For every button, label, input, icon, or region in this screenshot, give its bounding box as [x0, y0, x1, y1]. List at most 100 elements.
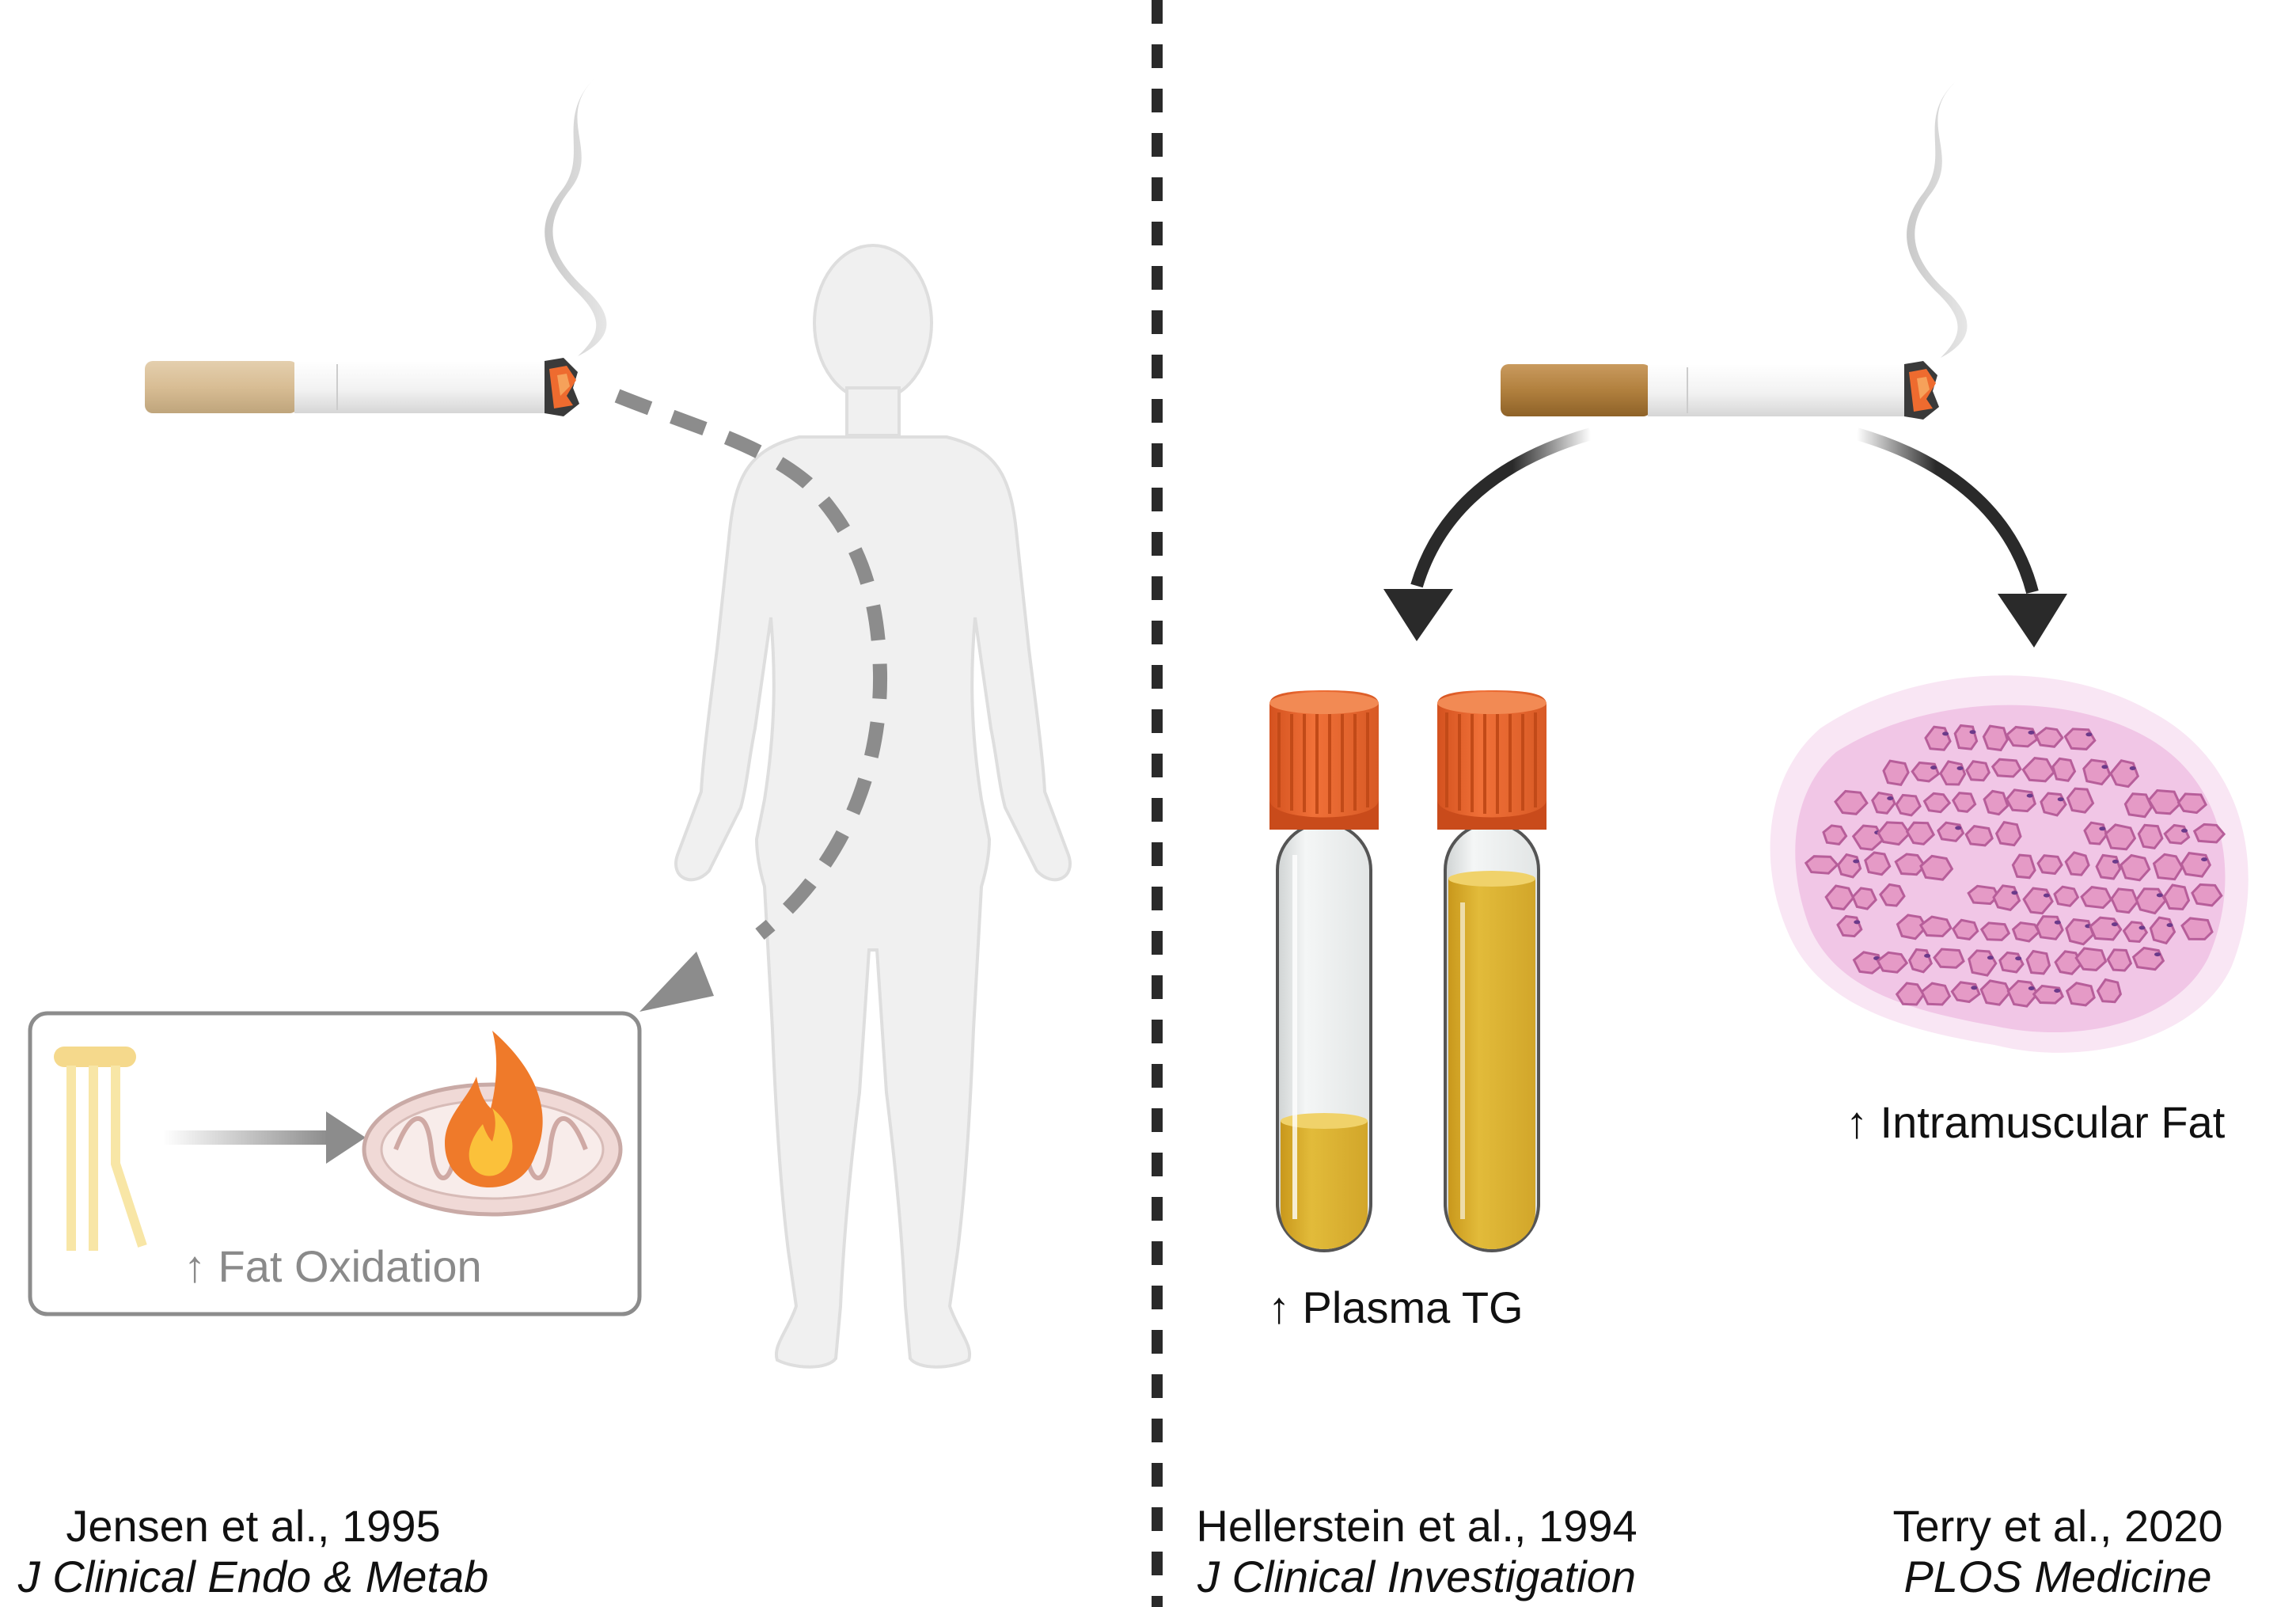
muscle-cell [2123, 792, 2154, 819]
muscle-nucleus [1956, 766, 1964, 770]
muscle-cell [1905, 821, 1936, 845]
muscle-nucleus [2026, 793, 2033, 798]
muscle-cell [1895, 982, 1926, 1006]
muscle-cell [1851, 887, 1877, 910]
muscle-cell [1877, 821, 1911, 846]
muscle-cell [1879, 883, 1906, 907]
muscle-cell [1834, 789, 1869, 815]
arrow-to-muscle [1854, 427, 2039, 595]
citation-left: Jensen et al., 1995 J Clinical Endo & Me… [8, 1501, 499, 1603]
muscle-nucleus [2156, 893, 2163, 898]
arrow-to-plasma [1410, 427, 1593, 588]
muscle-tissue-icon [1770, 675, 2249, 1053]
muscle-cell [2080, 886, 2113, 910]
muscle-cell [1990, 758, 2022, 778]
muscle-cell [1894, 853, 1926, 876]
muscle-nucleus [1924, 953, 1931, 958]
muscle-cell [1824, 884, 1855, 911]
muscle-cell [2005, 788, 2037, 813]
muscle-cell [1882, 759, 1910, 786]
muscle-cell [2051, 757, 2077, 782]
muscle-cell [2011, 853, 2036, 879]
muscle-cell [2083, 821, 2108, 845]
citation-middle: Hellerstein et al., 1994 J Clinical Inve… [1179, 1501, 1654, 1603]
muscle-cell [2096, 978, 2123, 1004]
muscle-cell [2034, 727, 2064, 748]
muscle-cell [1918, 915, 1953, 938]
muscle-nucleus [1942, 731, 1949, 736]
muscle-nucleus [2085, 732, 2093, 737]
muscle-cell [2106, 948, 2133, 972]
muscle-cell [1998, 951, 2025, 974]
oxidation-arrow-head [326, 1111, 366, 1164]
muscle-cell [2011, 921, 2041, 943]
muscle-cell [2191, 883, 2223, 907]
smoke-icon [545, 78, 607, 356]
muscle-nucleus [2201, 857, 2208, 862]
muscle-cell [1919, 854, 1954, 881]
citation-right-journal: PLOS Medicine [1903, 1552, 2212, 1602]
muscle-cell [2065, 982, 2096, 1007]
citation-right: Terry et al., 2020 PLOS Medicine [1852, 1501, 2264, 1603]
muscle-cell [1952, 918, 1979, 940]
cigarette-icon [145, 358, 579, 416]
muscle-cell [2110, 887, 2139, 914]
muscle-cell [2035, 915, 2064, 940]
muscle-nucleus [2139, 925, 2146, 930]
muscle-cell [1896, 914, 1928, 940]
citation-left-journal: J Clinical Endo & Metab [17, 1552, 489, 1602]
muscle-cell [2180, 917, 2214, 940]
muscle-nucleus [2054, 920, 2061, 925]
oxidation-arrow-shaft [163, 1130, 329, 1145]
muscle-nucleus [2154, 952, 2161, 957]
muscle-cell [1965, 760, 1990, 782]
muscle-cell [1822, 824, 1848, 845]
muscle-cell [1982, 724, 2009, 752]
muscle-nucleus [2099, 826, 2106, 831]
cigarette-icon-right [1501, 361, 1939, 420]
muscle-nucleus [2057, 797, 2064, 802]
muscle-nucleus [2054, 989, 2061, 993]
muscle-cell [2036, 854, 2063, 876]
muscle-cell [2074, 947, 2108, 971]
muscle-cell [2147, 788, 2182, 815]
muscle-cell [2021, 757, 2055, 783]
muscle-cell [2152, 853, 2184, 881]
intramuscular-fat-label: ↑ Intramuscular Fat [1846, 1097, 2226, 1147]
muscle-cell [2104, 823, 2137, 851]
muscle-cell [2053, 885, 2080, 907]
arrow-to-plasma-head [1383, 589, 1453, 641]
muscle-cell [1952, 792, 1977, 813]
muscle-cell [1922, 792, 1952, 814]
citation-middle-journal: J Clinical Investigation [1197, 1552, 1637, 1602]
muscle-nucleus [1854, 920, 1861, 925]
muscle-cell [2064, 851, 2090, 876]
citation-right-authors: Terry et al., 2020 [1892, 1501, 2223, 1551]
blood-tube-icon [1269, 690, 1379, 1252]
muscle-nucleus [1955, 826, 1962, 830]
muscle-cell [1994, 820, 2022, 847]
muscle-cell [2137, 823, 2164, 850]
muscle-cell [2082, 758, 2112, 786]
muscle-cell [2089, 916, 2123, 941]
muscle-cell [2095, 853, 2122, 880]
muscle-nucleus [2043, 893, 2050, 898]
muscle-nucleus [2028, 730, 2035, 735]
muscle-cell [1964, 824, 1994, 847]
muscle-cell [1895, 793, 1922, 817]
muscle-cell [2005, 725, 2039, 748]
blood-tube-icon-high [1437, 690, 1546, 1252]
muscle-cell [2176, 792, 2207, 815]
muscle-cell [1979, 921, 2011, 941]
dashed-arrow-head [639, 952, 714, 1012]
smoke-icon-right [1907, 82, 1968, 358]
muscle-nucleus [2112, 859, 2119, 864]
plasma-tg-label: ↑ Plasma TG [1268, 1282, 1524, 1332]
fat-oxidation-label: ↑ Fat Oxidation [184, 1241, 482, 1291]
muscle-nucleus [2028, 986, 2035, 990]
muscle-nucleus [2166, 923, 2173, 928]
muscle-cell [2025, 949, 2051, 975]
muscle-cell [1920, 982, 1952, 1006]
muscle-nucleus [1971, 986, 1978, 990]
fatty-acid-icon [54, 1047, 147, 1251]
